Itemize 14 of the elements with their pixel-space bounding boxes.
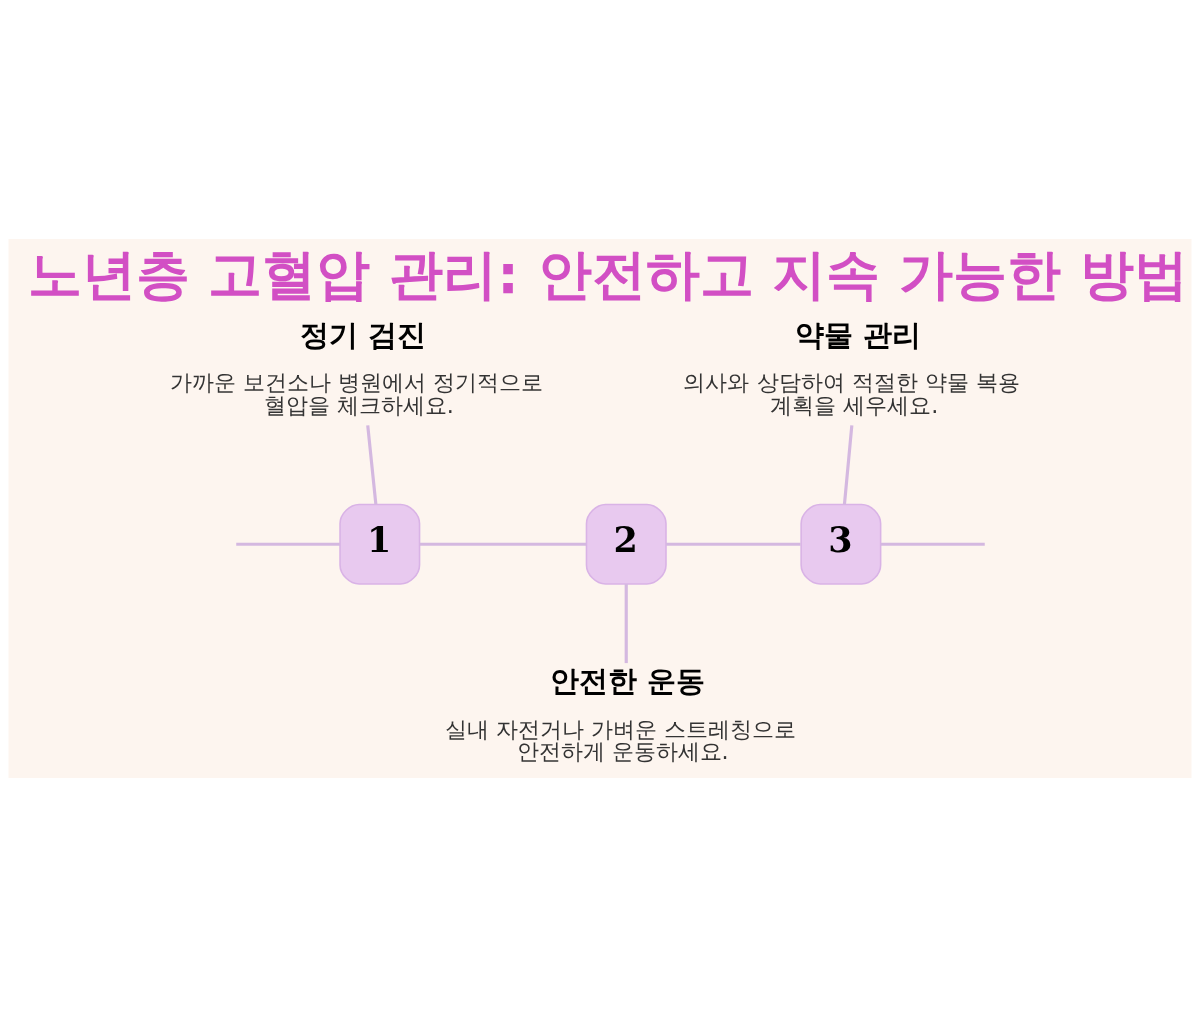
node-box: 3	[800, 503, 882, 585]
node-box: 2	[585, 503, 667, 585]
node-box: 1	[339, 503, 421, 585]
connector	[624, 583, 628, 663]
connector	[666, 542, 801, 546]
node-text: 정기 검진 가까운 보건소나 병원에서 정기적으로 혈압을 체크하세요.	[169, 317, 544, 418]
connector	[236, 542, 340, 546]
connector	[842, 424, 854, 505]
diagram-title: 노년층 고혈압 관리: 안전하고 지속 가능한 방법	[27, 242, 1189, 306]
connector	[419, 542, 587, 546]
node-text: 안전한 운동 실내 자전거나 가벼운 스트레칭으로 안전하게 운동하세요.	[444, 663, 797, 764]
connector	[366, 424, 378, 505]
node-text: 약물 관리 의사와 상담하여 적절한 약물 복용 계획을 세우세요.	[683, 317, 1020, 418]
connector	[881, 542, 985, 546]
